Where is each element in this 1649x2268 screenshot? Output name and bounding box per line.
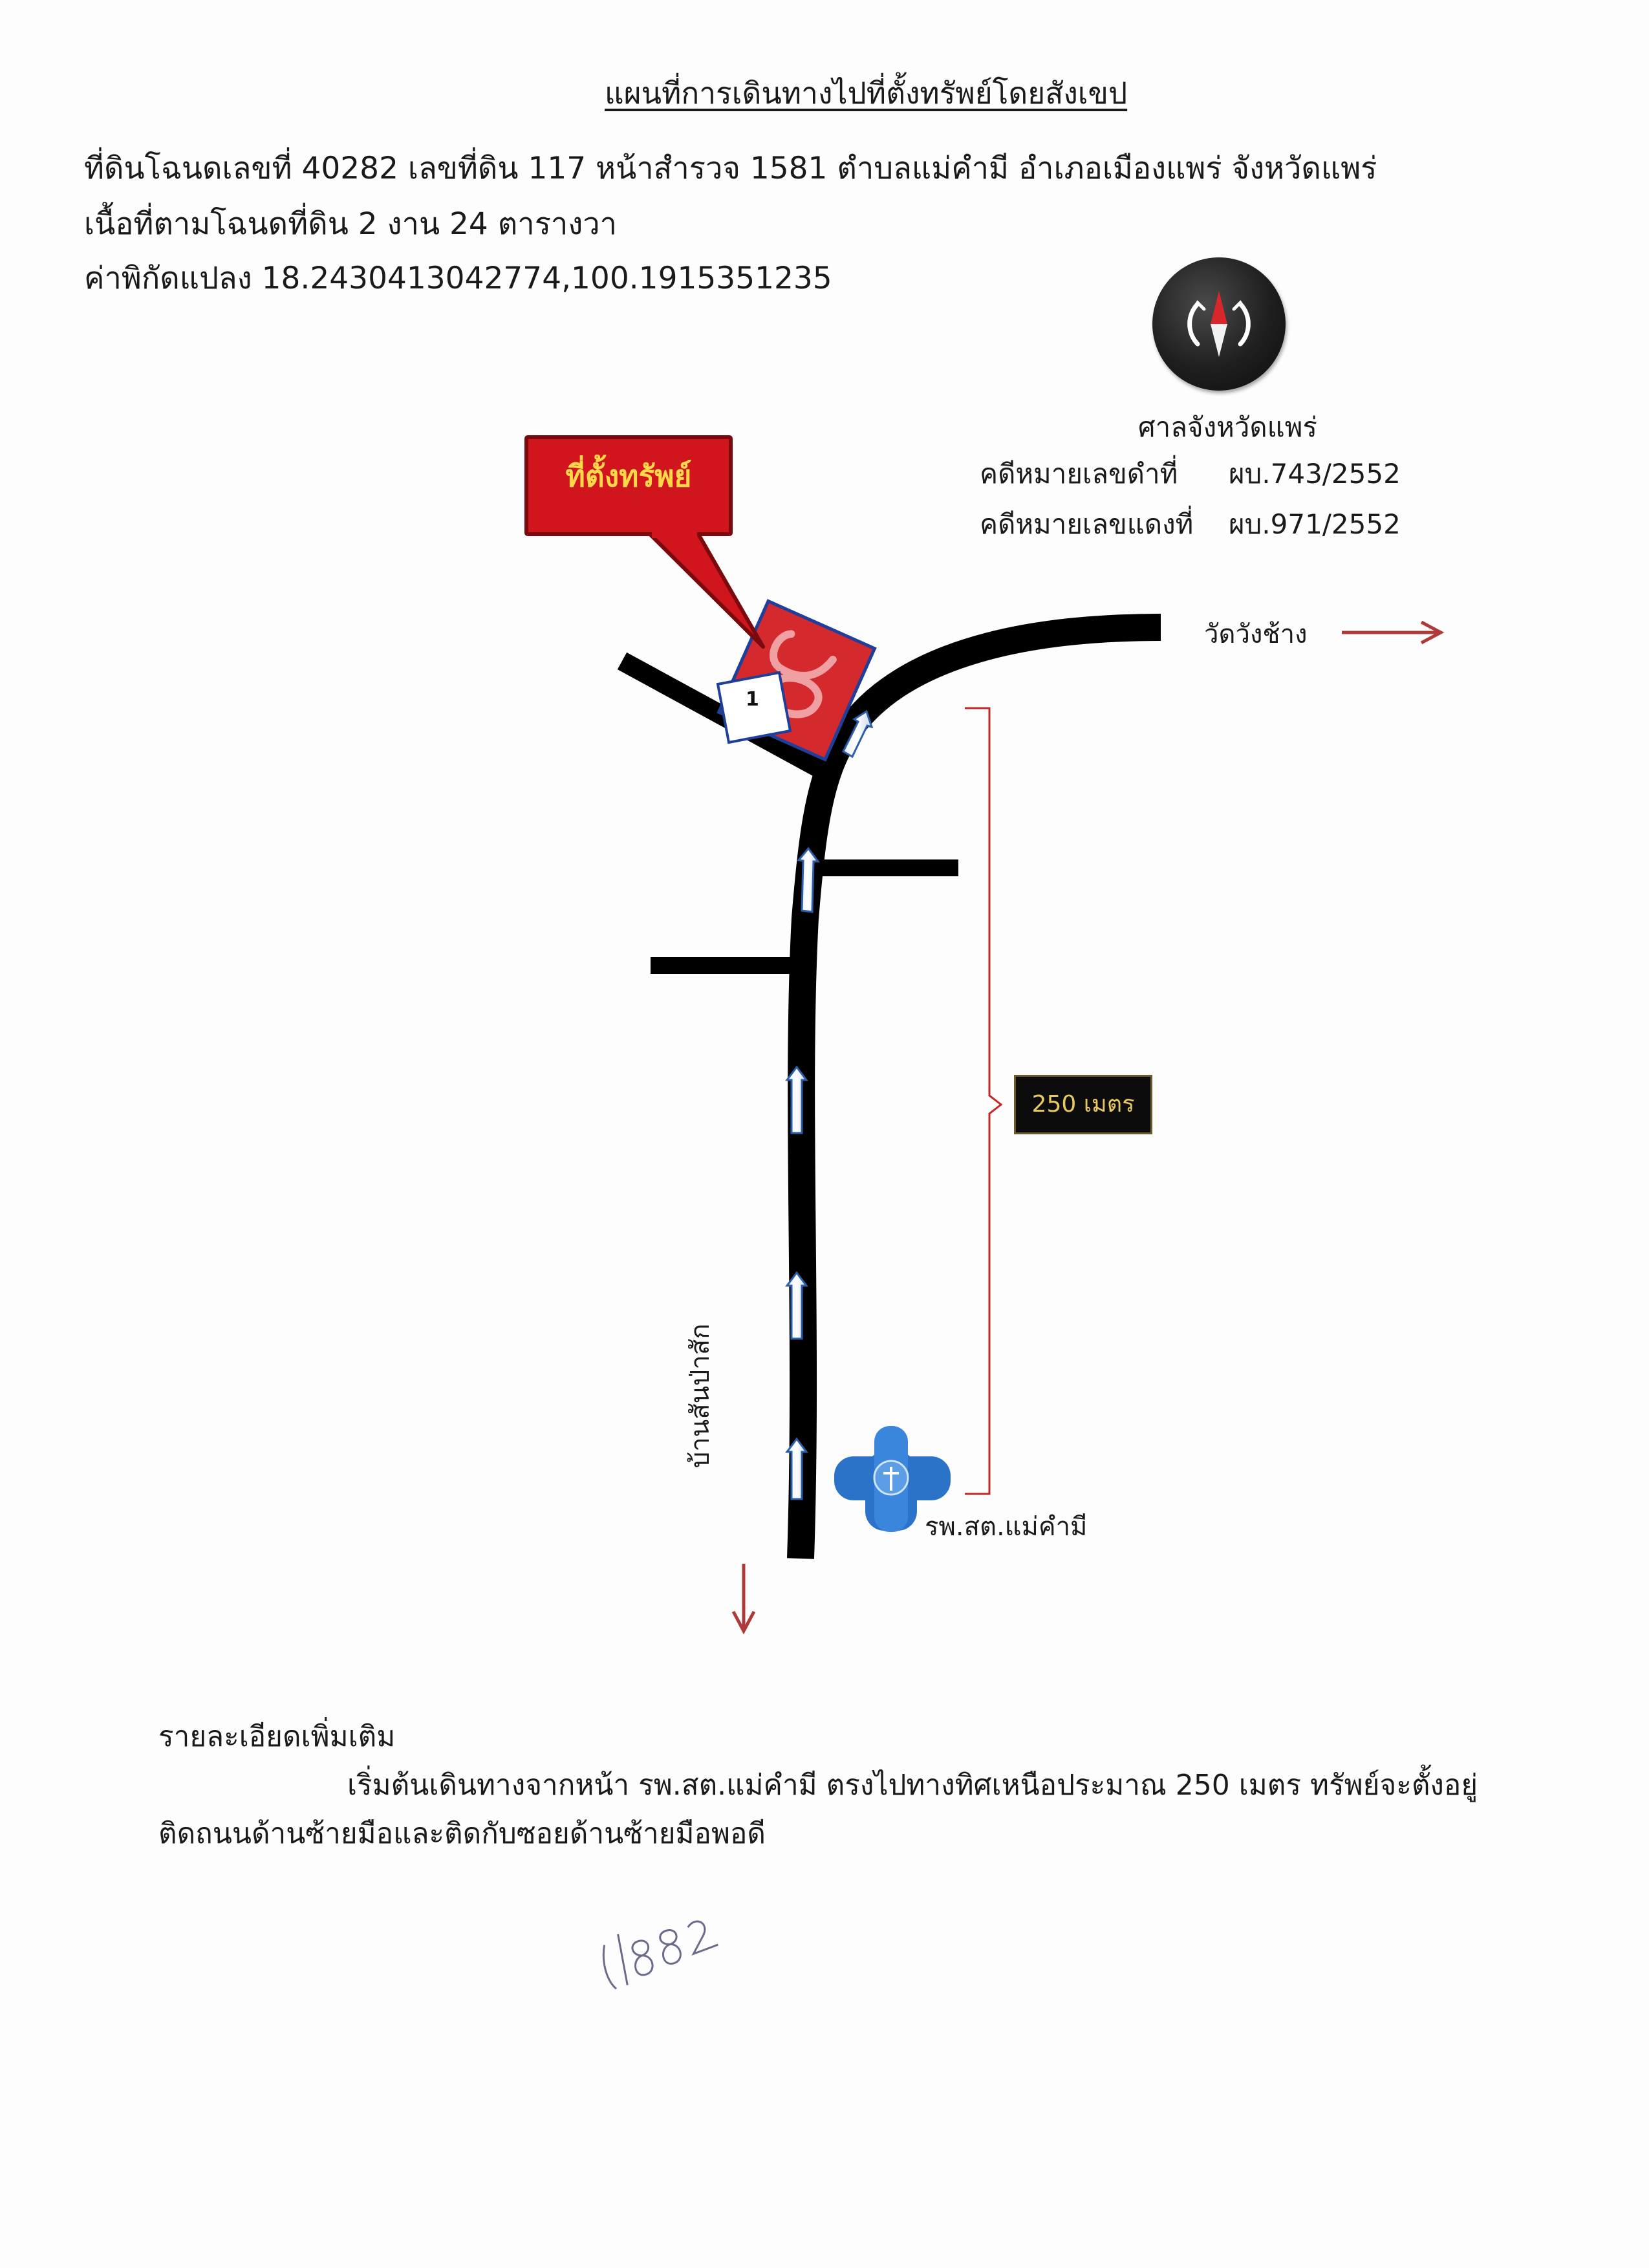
land-deed-line: ที่ดินโฉนดเลขที่ 40282 เลขที่ดิน 117 หน้… bbox=[84, 151, 1377, 186]
red-case-row: คดีหมายเลขแดงที่ ผบ.971/2552 bbox=[980, 503, 1401, 546]
road-arrow-1 bbox=[785, 1437, 808, 1500]
destination-east-label: วัดวังช้าง bbox=[1204, 620, 1308, 649]
court-name: ศาลจังหวัดแพร่ bbox=[1138, 411, 1317, 443]
road-arrow-3 bbox=[785, 1065, 808, 1134]
property-callout bbox=[524, 435, 765, 649]
destination-south-label: บ้านสันป่าสัก bbox=[685, 1323, 715, 1468]
details-paragraph-1: เริ่มต้นเดินทางจากหน้า รพ.สต.แม่คำมี ตรง… bbox=[347, 1769, 1478, 1802]
arrow-south-icon bbox=[731, 1564, 756, 1635]
arrow-east-icon bbox=[1342, 620, 1445, 645]
road-arrow-4 bbox=[797, 847, 820, 913]
road-arrow-2 bbox=[785, 1271, 808, 1340]
coordinate-line: ค่าพิกัดแปลง 18.2430413042774,100.191535… bbox=[84, 261, 832, 296]
property-callout-label: ที่ตั้งทรัพย์ bbox=[565, 459, 692, 493]
details-heading: รายละเอียดเพิ่มเติม bbox=[158, 1720, 396, 1753]
plot-number: 1 bbox=[746, 688, 759, 711]
page-title: แผนที่การเดินทางไปที่ตั้งทรัพย์โดยสังเขป bbox=[605, 76, 1128, 111]
landmark-label: รพ.สต.แม่คำมี bbox=[925, 1512, 1088, 1542]
distance-bracket bbox=[965, 707, 1003, 1495]
handwritten-note bbox=[602, 1920, 718, 1990]
hospital-icon bbox=[834, 1426, 951, 1532]
plot-parcel bbox=[716, 671, 792, 744]
red-case-value: ผบ.971/2552 bbox=[1229, 508, 1401, 540]
red-case-label: คดีหมายเลขแดงที่ bbox=[980, 508, 1194, 540]
black-case-value: ผบ.743/2552 bbox=[1229, 458, 1401, 490]
land-area-line: เนื้อที่ตามโฉนดที่ดิน 2 งาน 24 ตารางวา bbox=[84, 206, 618, 242]
compass-icon bbox=[1152, 257, 1286, 391]
details-paragraph-2: ติดถนนด้านซ้ายมือและติดกับซอยด้านซ้ายมือ… bbox=[158, 1817, 766, 1850]
black-case-row: คดีหมายเลขดำที่ ผบ.743/2552 bbox=[980, 453, 1401, 495]
black-case-label: คดีหมายเลขดำที่ bbox=[980, 458, 1178, 490]
road-arrow-5 bbox=[842, 709, 874, 759]
distance-label: 250 เมตร bbox=[1014, 1075, 1152, 1134]
